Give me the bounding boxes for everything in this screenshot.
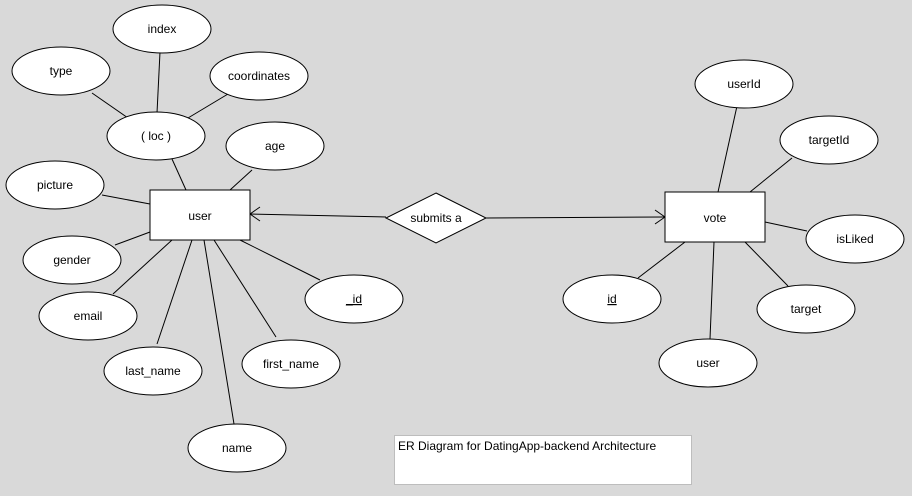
line-age-user <box>229 169 253 191</box>
crowfoot-user-lower <box>249 213 261 222</box>
attribute-gender: gender <box>22 235 122 285</box>
attribute-email-label: email <box>74 309 103 323</box>
crowfoot-vote-upper <box>654 209 666 218</box>
line-index-loc <box>156 51 161 114</box>
attribute-targetid: targetId <box>779 115 879 165</box>
crowfoot-vote-lower <box>654 216 666 225</box>
attribute-gender-label: gender <box>53 253 90 267</box>
line-gender-user <box>114 231 151 246</box>
line-user-relationship <box>249 213 387 218</box>
attribute-target: target <box>756 284 856 334</box>
attribute-coordinates: coordinates <box>209 51 309 101</box>
attribute-age-label: age <box>265 139 285 153</box>
line-lastname-user <box>156 239 193 345</box>
attribute-user-id: _id <box>304 274 404 324</box>
connector-lines <box>91 51 808 425</box>
attribute-isliked-label: isLiked <box>836 232 873 246</box>
attribute-index-label: index <box>148 22 177 36</box>
attribute-picture-label: picture <box>37 178 73 192</box>
attribute-target-label: target <box>791 302 822 316</box>
line-target-vote <box>744 241 789 287</box>
diagram-caption: ER Diagram for DatingApp-backend Archite… <box>398 439 657 453</box>
attribute-name: name <box>187 423 287 473</box>
attribute-type-label: type <box>50 64 73 78</box>
attribute-email: email <box>38 291 138 341</box>
entity-vote: vote <box>664 191 766 243</box>
attribute-picture: picture <box>5 160 105 210</box>
line-email-user <box>112 239 173 295</box>
line-user-vote <box>709 241 715 340</box>
line-loc-user <box>171 158 187 191</box>
line-id-vote <box>637 241 686 279</box>
attribute-vote-id: id <box>562 274 662 324</box>
attribute-loc-label: ( loc ) <box>141 129 171 143</box>
attribute-targetid-label: targetId <box>809 133 850 147</box>
line-relationship-vote <box>485 216 666 219</box>
attribute-last-name: last_name <box>103 346 203 396</box>
line-isliked-vote <box>764 221 808 232</box>
attribute-vote-id-label: id <box>607 292 616 306</box>
attribute-index: index <box>112 4 212 54</box>
attribute-user-id-label: _id <box>345 292 362 306</box>
entity-user-label: user <box>188 209 211 223</box>
entity-vote-label: vote <box>704 211 727 225</box>
attribute-last-name-label: last_name <box>125 364 181 378</box>
attribute-userid-label: userId <box>727 77 760 91</box>
attribute-loc: ( loc ) <box>106 111 206 161</box>
attribute-type: type <box>11 46 111 96</box>
line-firstname-user <box>213 239 277 338</box>
line-coordinates-loc <box>187 93 229 119</box>
relationship-submits: submits a <box>384 192 488 244</box>
relationship-label: submits a <box>410 211 462 225</box>
attribute-name-label: name <box>222 441 252 455</box>
attribute-vote-user-label: user <box>696 356 719 370</box>
attribute-vote-user: user <box>658 338 758 388</box>
crowfoot-user-upper <box>249 206 261 215</box>
attribute-userid: userId <box>694 59 794 109</box>
line-id-user <box>239 239 321 281</box>
line-picture-user <box>101 194 151 205</box>
attribute-coordinates-label: coordinates <box>228 69 290 83</box>
caption-box: ER Diagram for DatingApp-backend Archite… <box>394 435 692 485</box>
line-type-loc <box>91 92 129 119</box>
line-name-user <box>203 239 235 425</box>
attribute-first-name-label: first_name <box>263 357 319 371</box>
attribute-age: age <box>225 121 325 171</box>
line-targetid-vote <box>749 157 793 193</box>
line-userid-vote <box>717 105 738 193</box>
attribute-first-name: first_name <box>241 339 341 389</box>
entity-user: user <box>149 189 251 241</box>
attribute-isliked: isLiked <box>805 214 905 264</box>
